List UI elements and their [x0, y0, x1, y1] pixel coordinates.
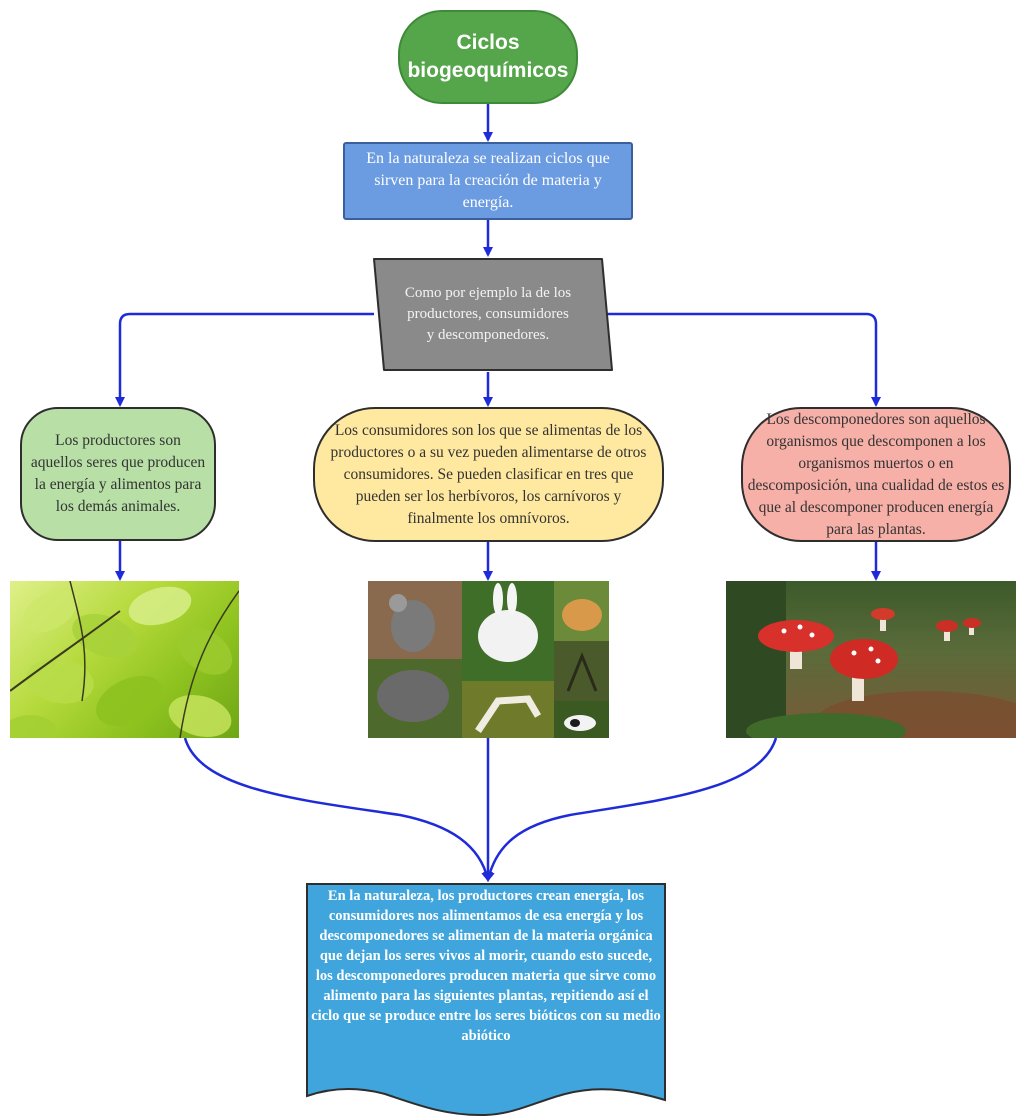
animals-collage-photo — [368, 581, 609, 738]
producers-text: Los productores son aquellos seres que p… — [30, 432, 206, 515]
title-text: Ciclos biogeoquímicos — [407, 31, 569, 82]
curve-leaves-to-summary — [183, 737, 492, 882]
title-node: Ciclos biogeoquímicos — [398, 10, 578, 104]
intro-text: En la naturaleza se realizan ciclos que … — [366, 150, 610, 211]
example-node: Como por ejemplo la de los productores, … — [362, 257, 614, 372]
consumers-node: Los consumidores son los que se alimenta… — [313, 407, 664, 542]
intro-node: En la naturaleza se realizan ciclos que … — [343, 142, 633, 220]
decomposers-text: Los descomponedores son aquellos organis… — [747, 410, 1005, 538]
producers-node: Los productores son aquellos seres que p… — [20, 407, 216, 541]
curve-mushrooms-to-summary — [484, 737, 778, 882]
example-text: Como por ejemplo la de los productores, … — [404, 285, 572, 343]
arrow-example-to-producers — [115, 312, 374, 407]
summary-text: En la naturaleza, los productores crean … — [311, 888, 661, 1044]
example-parallelogram-shape — [373, 258, 613, 371]
consumers-text: Los consumidores son los que se alimenta… — [330, 421, 647, 527]
summary-document-shape — [306, 883, 666, 1117]
arrow-example-to-decomposers — [602, 312, 881, 407]
mushrooms-photo — [726, 581, 1016, 738]
leaves-photo — [10, 581, 239, 738]
summary-node: En la naturaleza, los productores crean … — [305, 882, 667, 1117]
decomposers-node: Los descomponedores son aquellos organis… — [741, 407, 1011, 542]
